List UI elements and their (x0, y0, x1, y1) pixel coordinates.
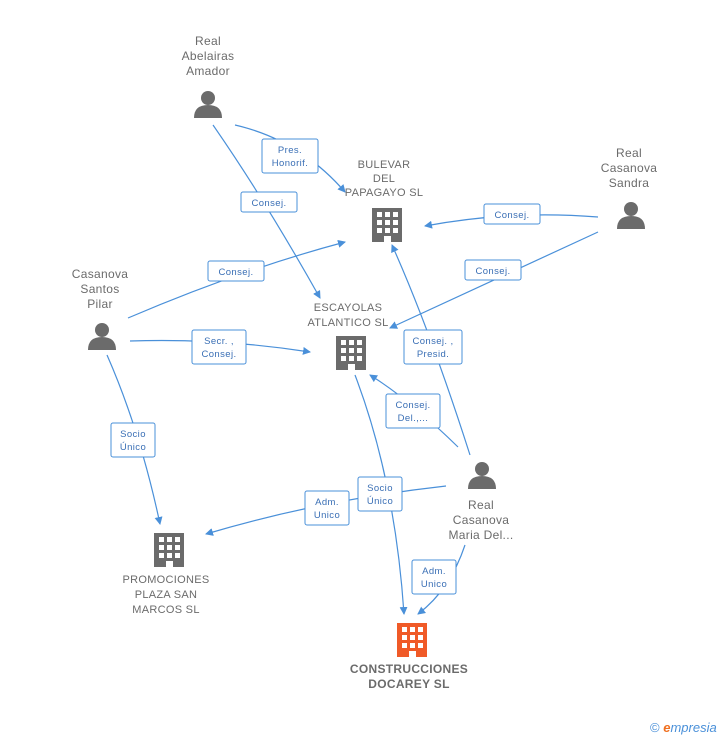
node-casanova-santos-pilar[interactable]: Casanova Santos Pilar (72, 267, 128, 350)
node-label-line: CONSTRUCCIONES (350, 662, 468, 676)
node-label-line: Casanova (453, 513, 509, 527)
node-label-line: DEL (373, 173, 395, 185)
node-real-abelairas-amador[interactable]: Real Abelairas Amador (182, 34, 235, 118)
edge-label-line: Consej. (395, 400, 430, 411)
node-label-line: Amador (186, 64, 230, 78)
building-icon (372, 208, 402, 242)
node-label-line: PROMOCIONES (122, 574, 209, 586)
empresia-watermark: © empresia (650, 720, 717, 735)
building-icon (154, 533, 184, 567)
edge-label-pres-honorif[interactable]: Pres. Honorif. (261, 138, 319, 174)
node-bulevar-del-papagayo[interactable]: BULEVAR DEL PAPAGAYO SL (345, 159, 424, 242)
node-label-line: Casanova (601, 161, 657, 175)
node-label-line: Pilar (87, 297, 113, 311)
edge-label-line: Único (367, 496, 393, 507)
node-label-line: PLAZA SAN (135, 589, 198, 601)
edge-label-line: Consej. (218, 267, 253, 278)
node-real-casanova-sandra[interactable]: Real Casanova Sandra (601, 146, 657, 229)
nodes-layer: Real Abelairas Amador BULEVAR DEL PAPAGA… (72, 34, 657, 691)
edge-label-line: Honorif. (272, 158, 308, 169)
node-promociones-plaza-san-marcos[interactable]: PROMOCIONES PLAZA SAN MARCOS SL (122, 533, 209, 616)
edge-label-line: Socio (367, 483, 393, 494)
edge-label-socio-unico[interactable]: Socio Único (110, 422, 156, 458)
node-label-line: Real (616, 146, 642, 160)
node-escayolas-atlantico[interactable]: ESCAYOLAS ATLANTICO SL (307, 302, 388, 370)
person-icon (194, 91, 222, 118)
copyright-icon: © (650, 720, 660, 735)
building-icon (336, 336, 366, 370)
node-label-line: ESCAYOLAS (314, 302, 383, 314)
node-label-line: Santos (80, 282, 119, 296)
edge-label-line: Socio (120, 429, 146, 440)
edge-label-line: Adm. (315, 497, 339, 508)
edge-label-consej-presid[interactable]: Consej. , Presid. (403, 329, 463, 365)
edge-label-line: Consej. (494, 210, 529, 221)
edge-label-line: Único (120, 442, 146, 453)
edge-label-line: Secr. , (204, 336, 234, 347)
node-label-line: Casanova (72, 267, 128, 281)
node-label-line: Sandra (609, 176, 650, 190)
node-label-line: Real (195, 34, 221, 48)
edge-label-socio-unico[interactable]: Socio Único (357, 476, 403, 512)
edge-label-line: Del.,... (398, 413, 429, 424)
node-label-line: ATLANTICO SL (307, 317, 388, 329)
node-label-line: PAPAGAYO SL (345, 187, 424, 199)
node-real-casanova-maria[interactable]: Real Casanova Maria Del... (449, 462, 514, 542)
edge-label-line: Adm. (422, 566, 446, 577)
brand-initial: e (663, 720, 671, 735)
edge-label-consej[interactable]: Consej. (207, 260, 265, 282)
node-label-line: MARCOS SL (132, 604, 200, 616)
node-label-line: Maria Del... (449, 528, 514, 542)
edge-labels-layer: Pres. Honorif. Consej. Consej. Consej. C… (110, 138, 541, 595)
edge-label-line: Consej. (251, 198, 286, 209)
brand-name: mpresia (670, 720, 717, 735)
building-icon (397, 623, 427, 657)
edge-label-line: Pres. (278, 145, 302, 156)
edge-label-adm-unico[interactable]: Adm. Unico (304, 490, 350, 526)
node-construcciones-docarey[interactable]: CONSTRUCCIONES DOCAREY SL (350, 623, 468, 691)
node-label-line: BULEVAR (358, 159, 411, 171)
edge-label-consej[interactable]: Consej. (483, 203, 541, 225)
person-icon (617, 202, 645, 229)
node-label-line: Abelairas (182, 49, 235, 63)
edge-label-line: Consej. , (412, 336, 453, 347)
edge-label-consej[interactable]: Consej. (240, 191, 298, 213)
edge-label-line: Presid. (417, 349, 449, 360)
person-icon (88, 323, 116, 350)
person-icon (468, 462, 496, 489)
edge-label-line: Consej. (475, 266, 510, 277)
edge-label-line: Unico (314, 510, 340, 521)
edge-label-secr-consej[interactable]: Secr. , Consej. (191, 329, 247, 365)
edge-label-consej-del[interactable]: Consej. Del.,... (385, 393, 441, 429)
edge-label-line: Consej. (201, 349, 236, 360)
edge-label-line: Unico (421, 579, 447, 590)
edge-label-adm-unico[interactable]: Adm. Unico (411, 559, 457, 595)
node-label-line: Real (468, 498, 494, 512)
node-label-line: DOCAREY SL (368, 677, 449, 691)
edge-label-consej[interactable]: Consej. (464, 259, 522, 281)
